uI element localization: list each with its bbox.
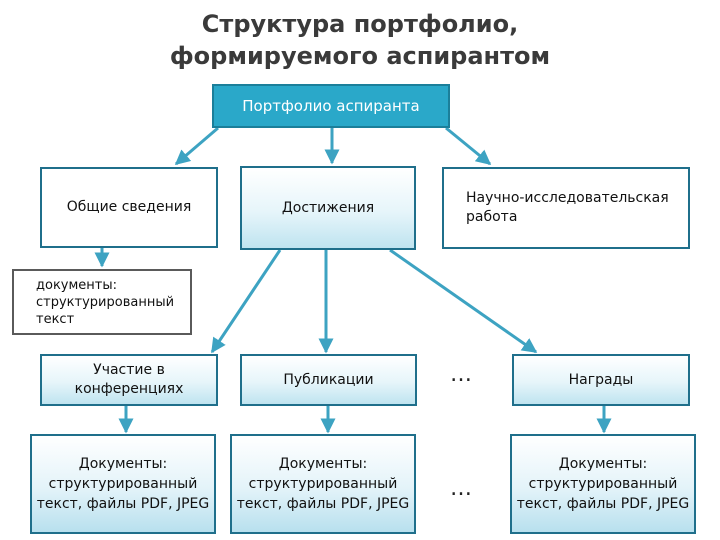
node-root-label: Портфолио аспиранта xyxy=(242,96,420,115)
node-publications-label: Публикации xyxy=(283,371,374,388)
node-research: Научно-исследовательская работа xyxy=(442,167,690,249)
node-conference-files-label: Документы: структурированный текст, файл… xyxy=(36,456,210,512)
node-award-files: Документы: структурированный текст, файл… xyxy=(510,434,696,534)
arrow-achievements-awards xyxy=(389,248,538,354)
page-title: Структура портфолио, формируемого аспира… xyxy=(0,8,720,72)
node-general-docs: документы: структурированный текст xyxy=(12,269,192,335)
node-achievements-label: Достижения xyxy=(281,199,375,216)
node-conferences: Участие в конференциях xyxy=(40,354,218,406)
node-achievements: Достижения xyxy=(240,166,416,250)
node-research-label: Научно-исследовательская работа xyxy=(466,190,669,225)
node-root: Портфолио аспиранта xyxy=(212,84,450,128)
title-line-1: Структура портфолио, xyxy=(201,10,519,38)
arrow-root-general xyxy=(174,126,219,166)
node-general-label: Общие сведения xyxy=(66,199,192,215)
title-line-2: формируемого аспирантом xyxy=(169,42,551,70)
node-general-docs-label: документы: структурированный текст xyxy=(36,277,175,327)
node-conference-files: Документы: структурированный текст, файл… xyxy=(30,434,216,534)
node-conferences-label: Участие в конференциях xyxy=(74,362,184,397)
node-publications: Публикации xyxy=(240,354,417,406)
node-awards: Награды xyxy=(512,354,690,406)
node-awards-label: Награды xyxy=(568,371,634,388)
ellipsis-bottom: … xyxy=(450,476,476,501)
node-general: Общие сведения xyxy=(40,167,218,248)
node-award-files-label: Документы: структурированный текст, файл… xyxy=(516,456,690,512)
arrow-achievements-conferences xyxy=(210,249,282,354)
arrow-root-research xyxy=(445,126,492,166)
node-publication-files: Документы: структурированный текст, файл… xyxy=(230,434,416,534)
node-publication-files-label: Документы: структурированный текст, файл… xyxy=(236,456,410,512)
ellipsis-mid: … xyxy=(450,362,476,387)
